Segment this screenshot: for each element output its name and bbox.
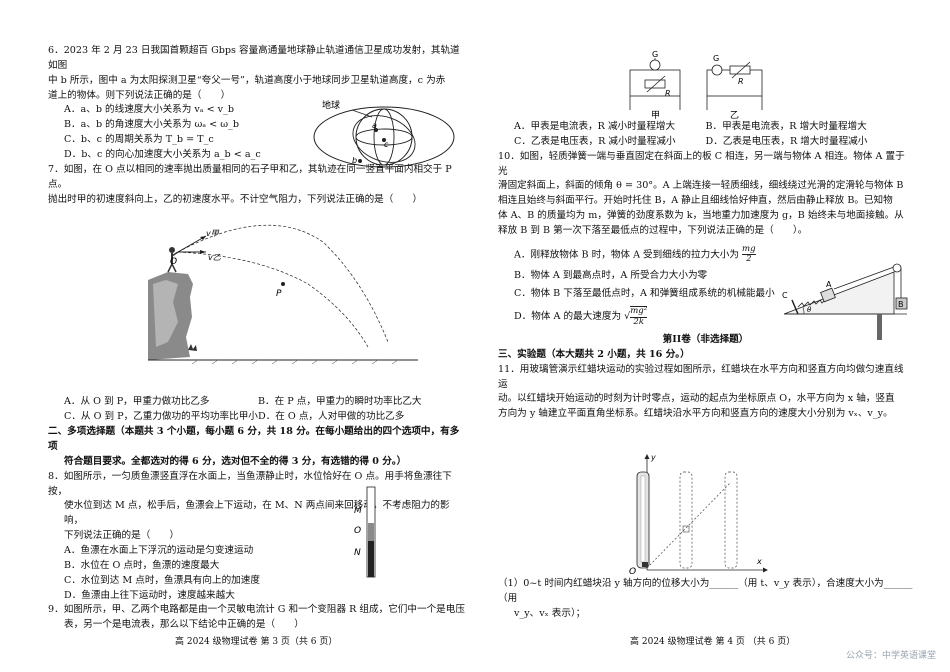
label-v-jia: v甲 xyxy=(206,229,220,238)
q6-stem: 中 b 所示，图中 a 为太阳探测卫星“夸父一号”，轨道高度小于地球同步卫星轨道… xyxy=(48,74,446,86)
q11-stem: 动。以红蜡块开始运动的时刻为计时零点，运动的起点为坐标原点 O，水平方向为 x … xyxy=(498,393,895,405)
frac-den: 2 xyxy=(746,254,752,265)
q11-wax-block-diagram: y x O xyxy=(629,453,768,575)
section-3-heading: 三、实验题（本大题共 2 小题，共 16 分。） xyxy=(498,348,690,360)
q6-option-a: A．a、b 的线速度大小关系为 vₐ < v_b xyxy=(64,104,235,116)
frac-den: 2k xyxy=(633,316,644,327)
label-o: O xyxy=(629,567,636,575)
q11-stem: 方向为 y 轴建立平面直角坐标系。红蜡块沿水平方向和竖直方向的速度大小分别为 v… xyxy=(498,408,893,420)
q8-float-diagram: M O N xyxy=(354,486,376,578)
q8-stem: 8．如图所示，一匀质鱼漂竖直浮在水面上，当鱼漂静止时，水位恰好在 O 点。用手将… xyxy=(48,470,452,497)
q10-stem: 释放 B 到 B 第一次下落至最低点的过程中，下列说法正确的是（ ）。 xyxy=(498,225,808,237)
frac-num: mg xyxy=(742,243,756,256)
q7-option-d: D．在 O 点，人对甲做的功比乙多 xyxy=(258,411,405,423)
label-o: O xyxy=(354,526,361,536)
label-n: N xyxy=(354,548,361,558)
q7-option-c: C．从 O 到 P，乙重力做功的平均功率比甲小 xyxy=(64,411,258,423)
label-v-yi: v乙 xyxy=(208,253,221,262)
q6-stem: 道上的物体。则下列说法正确的是（ ） xyxy=(48,89,231,101)
q11-stem: 11．用玻璃管演示红蜡块运动的实验过程如图所示，红蜡块在水平方向和竖直方向均做匀… xyxy=(498,363,904,390)
left-column: 6．2023 年 2 月 23 日我国首颗超百 Gbps 容量高通量地球静止轨道… xyxy=(48,44,468,633)
q10-stem: 体 A、B 的质量均为 m，弹簧的劲度系数为 k，当地重力加速度为 g，B 始终… xyxy=(498,210,904,222)
section-2-heading: 二、多项选择题（本题共 3 个小题，每小题 6 分，共 18 分。在每小题给出的… xyxy=(48,426,460,453)
q6-orbit-diagram: 地球 a c b xyxy=(313,99,455,168)
earth-label: 地球 xyxy=(322,99,340,111)
q9-stem: 9．如图所示，甲、乙两个电路都是由一个灵敏电流计 G 和一个变阻器 R 组成，它… xyxy=(48,604,465,616)
label-o: O xyxy=(170,257,177,267)
q10-option-a-text: A．刚释放物体 B 时，物体 A 受到细线的拉力大小为 xyxy=(514,249,739,261)
label-theta: θ xyxy=(807,306,812,314)
q9-option-d: D．乙表是电压表，R 增大时量程减小 xyxy=(705,135,868,147)
label-g2: G xyxy=(713,54,719,63)
q9-circuit-diagram: G G R R 甲 乙 xyxy=(629,50,763,120)
label-y: y xyxy=(650,453,656,462)
label-jia: 甲 xyxy=(651,110,660,120)
q7-option-b: B．在 P 点，甲重力的瞬时功率比乙大 xyxy=(258,396,422,408)
q11-part1: v_y、vₓ 表示）； xyxy=(514,607,586,619)
part-2-title: 第II卷（非选择题） xyxy=(662,333,749,345)
q8-option-b: B．水位在 O 点时，鱼漂的速度最大 xyxy=(64,559,220,571)
q6-stem: 6．2023 年 2 月 23 日我国首颗超百 Gbps 容量高通量地球静止轨道… xyxy=(48,45,460,71)
q10-stem: 相连且始终与斜面平行。开始时托住 B，A 静止且细线恰好伸直，然后由静止释放 B… xyxy=(498,195,893,207)
q10-option-d-text: D．物体 A 的最大速度为 xyxy=(514,311,622,323)
label-x: x xyxy=(756,557,762,566)
q8-stem: 使水位到达 M 点，松手后，鱼漂会上下运动，在 M、N 两点间来回移动。不考虑阻… xyxy=(64,500,450,527)
q7-option-a: A．从 O 到 P，甲重力做功比乙多 xyxy=(64,396,210,408)
q9-option-c: C．乙表是电压表，R 减小时量程减小 xyxy=(514,135,676,147)
page-footer-left: 高 2024 级物理试卷 第 3 页（共 6 页） xyxy=(175,637,338,647)
q9-option-b: B．甲表是电流表，R 增大时量程增大 xyxy=(705,121,867,132)
q9-stem: 表，另一个是电流表，那么以下结论中正确的是（ ） xyxy=(64,619,304,631)
q10-stem: 10．如图，轻质弹簧一端与垂直固定在斜面上的板 C 相连，另一端与物体 A 相连… xyxy=(498,150,905,177)
watermark: 公众号：中学英语课堂 xyxy=(845,651,936,661)
label-a: a xyxy=(372,121,377,130)
label-m: M xyxy=(354,506,362,516)
q8-option-c: C．水位到达 M 点时，鱼漂具有向上的加速度 xyxy=(64,574,260,586)
label-c: C xyxy=(782,291,788,300)
q8-stem: 下列说法正确的是（ ） xyxy=(64,530,180,542)
label-yi: 乙 xyxy=(730,110,739,120)
label-r2: R xyxy=(738,77,744,86)
q10-option-b: B．物体 A 到最高点时，A 所受合力大小为零 xyxy=(514,269,708,281)
right-column: A．甲表是电流表，R 减小时量程增大 B．甲表是电流表，R 增大时量程增大 C．乙… xyxy=(498,120,913,422)
section-2-heading: 符合题目要求。全都选对的得 6 分，选对但不全的得 3 分，有选错的得 0 分。… xyxy=(64,455,407,467)
q11-part1: （1）0~t 时间内红蜡块沿 y 轴方向的位移大小为______（用 t、v_y… xyxy=(498,578,913,604)
label-r1: R xyxy=(665,89,671,98)
q10-stem: 滑固定斜面上，斜面的倾角 θ = 30°。A 上端连接一轻质细线，细线绕过光滑的… xyxy=(498,180,904,192)
label-a: A xyxy=(826,280,832,289)
label-b: B xyxy=(898,300,904,309)
page-footer-right: 高 2024 级物理试卷 第 4 页 （共 6 页） xyxy=(630,637,796,647)
label-b: b xyxy=(352,156,357,165)
label-g1: G xyxy=(652,50,658,59)
q7-projectile-diagram: v甲 v乙 O P xyxy=(148,224,418,364)
q6-option-c: C．b、c 的周期关系为 T_b = T_c xyxy=(64,134,214,146)
q7-stem: 7．如图，在 O 点以相同的速率抛出质量相同的石子甲和乙，其轨迹在同一竖直平面内… xyxy=(48,163,452,190)
q9-option-a: A．甲表是电流表，R 减小时量程增大 xyxy=(514,121,676,132)
q7-stem: 抛出时甲的初速度斜向上，乙的初速度水平。不计空气阻力，下列说法正确的是（ ） xyxy=(48,193,423,205)
q8-option-a: A．鱼漂在水面上下浮沉的运动是匀变速运动 xyxy=(64,545,254,557)
label-c: c xyxy=(384,140,389,149)
frac-num: mg² xyxy=(630,306,648,318)
q6-option-b: B．a、b 的角速度大小关系为 ωₐ < ω_b xyxy=(64,119,239,131)
q10-option-c: C．物体 B 下落至最低点时，A 和弹簧组成系统的机械能最小 xyxy=(514,288,775,300)
label-p: P xyxy=(276,289,282,299)
q6-option-d: D．b、c 的向心加速度大小关系为 a_b < a_c xyxy=(64,149,261,161)
q11-subquestion: （1）0~t 时间内红蜡块沿 y 轴方向的位移大小为______（用 t、v_y… xyxy=(498,577,913,622)
q10-incline-diagram: C A B θ xyxy=(782,263,908,340)
q8-option-d: D．鱼漂由上往下运动时，速度越来越大 xyxy=(64,589,235,601)
